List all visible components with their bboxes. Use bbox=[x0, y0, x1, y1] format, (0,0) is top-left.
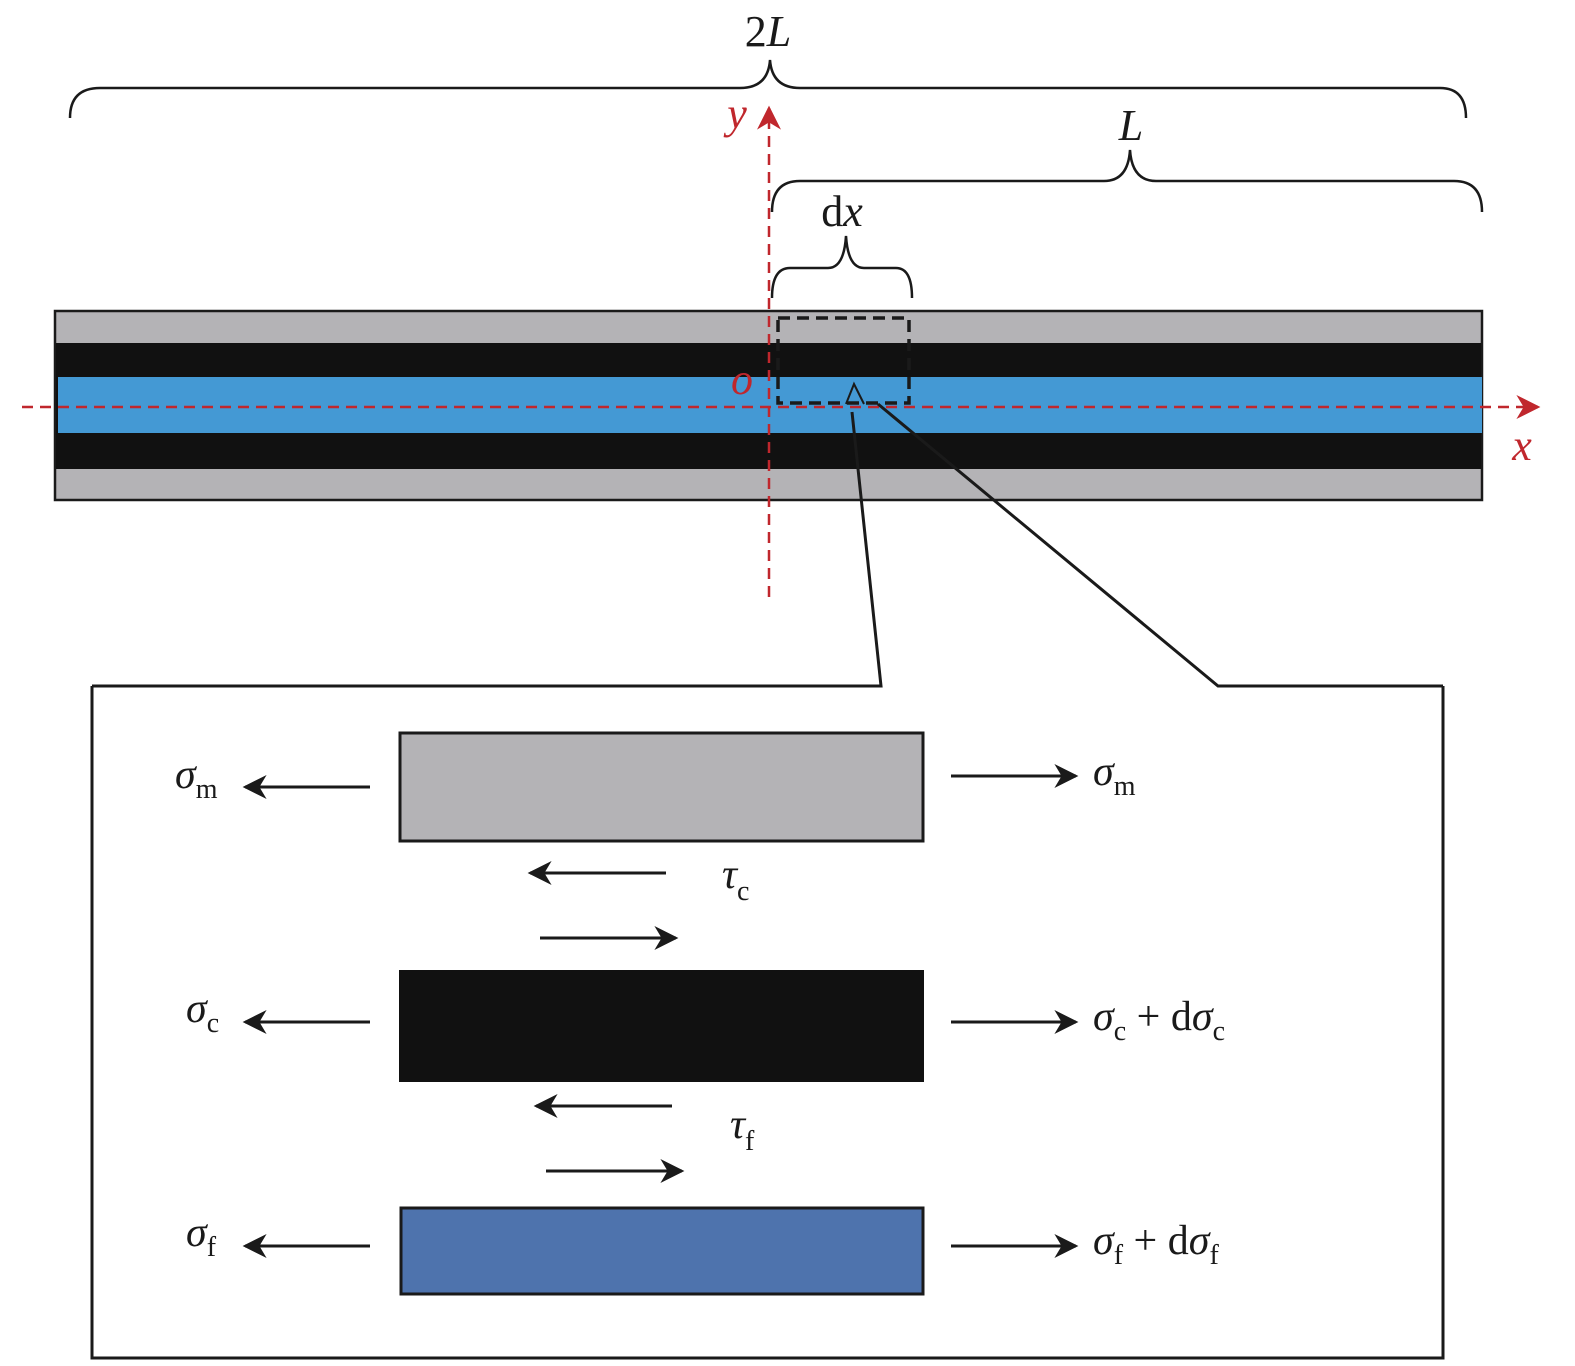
brace-L bbox=[770, 149, 1484, 213]
label-sigma-f-right: σf + dσf bbox=[1093, 1218, 1219, 1271]
brace-2L bbox=[68, 59, 1468, 119]
label-sigma-m-left: σm bbox=[175, 752, 218, 805]
label-L: L bbox=[1118, 101, 1143, 150]
differential-element-box bbox=[776, 316, 911, 405]
fiber-layer bbox=[58, 377, 1482, 433]
label-sigma-c-left: σc bbox=[186, 986, 219, 1039]
brace-dx bbox=[770, 235, 914, 299]
small-triangle-icon bbox=[845, 381, 865, 405]
callout-left-line bbox=[92, 411, 883, 688]
callout-right-line bbox=[877, 402, 1443, 688]
x-axis-label: x bbox=[1511, 421, 1532, 470]
label-sigma-c-right: σc + dσc bbox=[1093, 994, 1225, 1047]
label-tau-f: τf bbox=[730, 1102, 755, 1157]
label-sigma-m-right: σm bbox=[1093, 749, 1136, 802]
matrix-element bbox=[398, 731, 925, 843]
label-2L: 2L bbox=[745, 7, 791, 56]
fiber-element bbox=[399, 1206, 925, 1296]
origin-label: o bbox=[731, 355, 753, 404]
label-sigma-f-left: σf bbox=[186, 1210, 217, 1263]
label-dx: dx bbox=[821, 187, 863, 236]
label-tau-c: τc bbox=[722, 852, 749, 907]
coating-element bbox=[399, 970, 924, 1082]
y-axis-label: y bbox=[723, 89, 747, 138]
detail-box bbox=[90, 686, 1445, 1360]
